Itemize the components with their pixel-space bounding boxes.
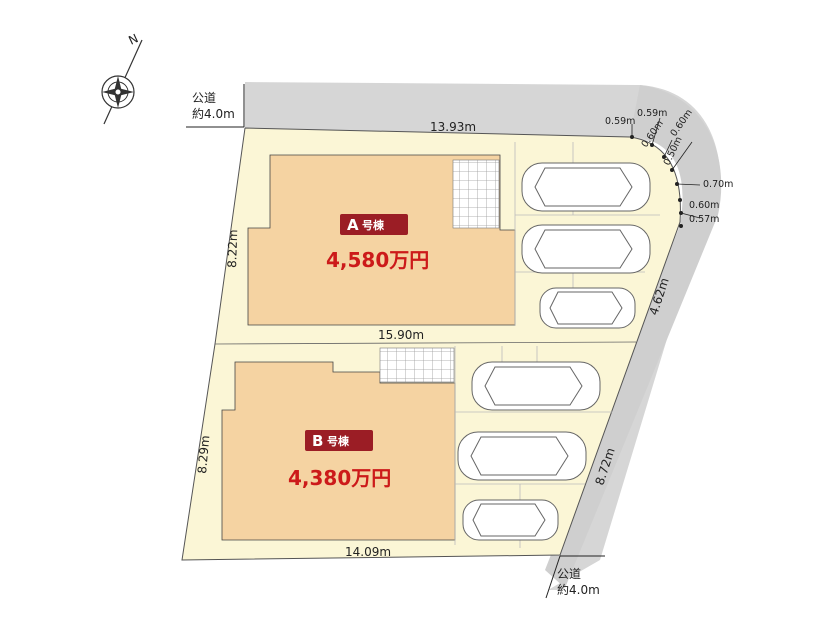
svg-text:公道: 公道 [557,567,581,581]
lot-b-badge: B 号棟 [305,430,373,451]
car-b3 [462,499,559,541]
corner-seg-6: 0.70m [703,179,733,190]
lot-divider [214,341,637,345]
svg-text:約4.0m: 約4.0m [192,106,235,121]
corner-seg-2: 0.59m [637,108,667,119]
corner-seg-7: 0.60m [689,200,719,211]
dim-left-b: 8.29m [195,435,212,474]
corner-seg-1: 0.59m [605,116,635,127]
road-label-bottom: 公道 約4.0m [545,555,605,599]
building-b-stairs [379,347,455,383]
car-a1 [521,162,651,212]
lot-a-badge: A 号棟 [340,214,408,235]
svg-text:A: A [347,216,359,234]
svg-text:号棟: 号棟 [362,218,385,232]
car-a3 [539,287,636,329]
svg-text:公道: 公道 [192,91,216,105]
dim-top: 13.93m [430,120,476,134]
svg-text:約4.0m: 約4.0m [557,582,600,597]
car-b1 [471,361,601,411]
compass-rose-icon [101,39,143,125]
car-b2 [457,431,587,481]
compass-north-label: N [126,31,140,47]
lot-a-price: 4,580万円 [326,248,429,272]
dim-bottom: 14.09m [345,545,391,559]
dim-middle: 15.90m [378,328,424,342]
car-a2 [521,224,651,274]
corner-leaders [631,117,701,219]
dim-left-a: 8.22m [225,229,240,268]
building-a-stairs [452,159,500,229]
road-label-top: 公道 約4.0m [186,84,245,128]
svg-text:B: B [312,432,323,450]
svg-text:号棟: 号棟 [327,434,350,448]
lot-b-price: 4,380万円 [288,466,391,490]
corner-seg-8: 0.57m [689,214,719,225]
